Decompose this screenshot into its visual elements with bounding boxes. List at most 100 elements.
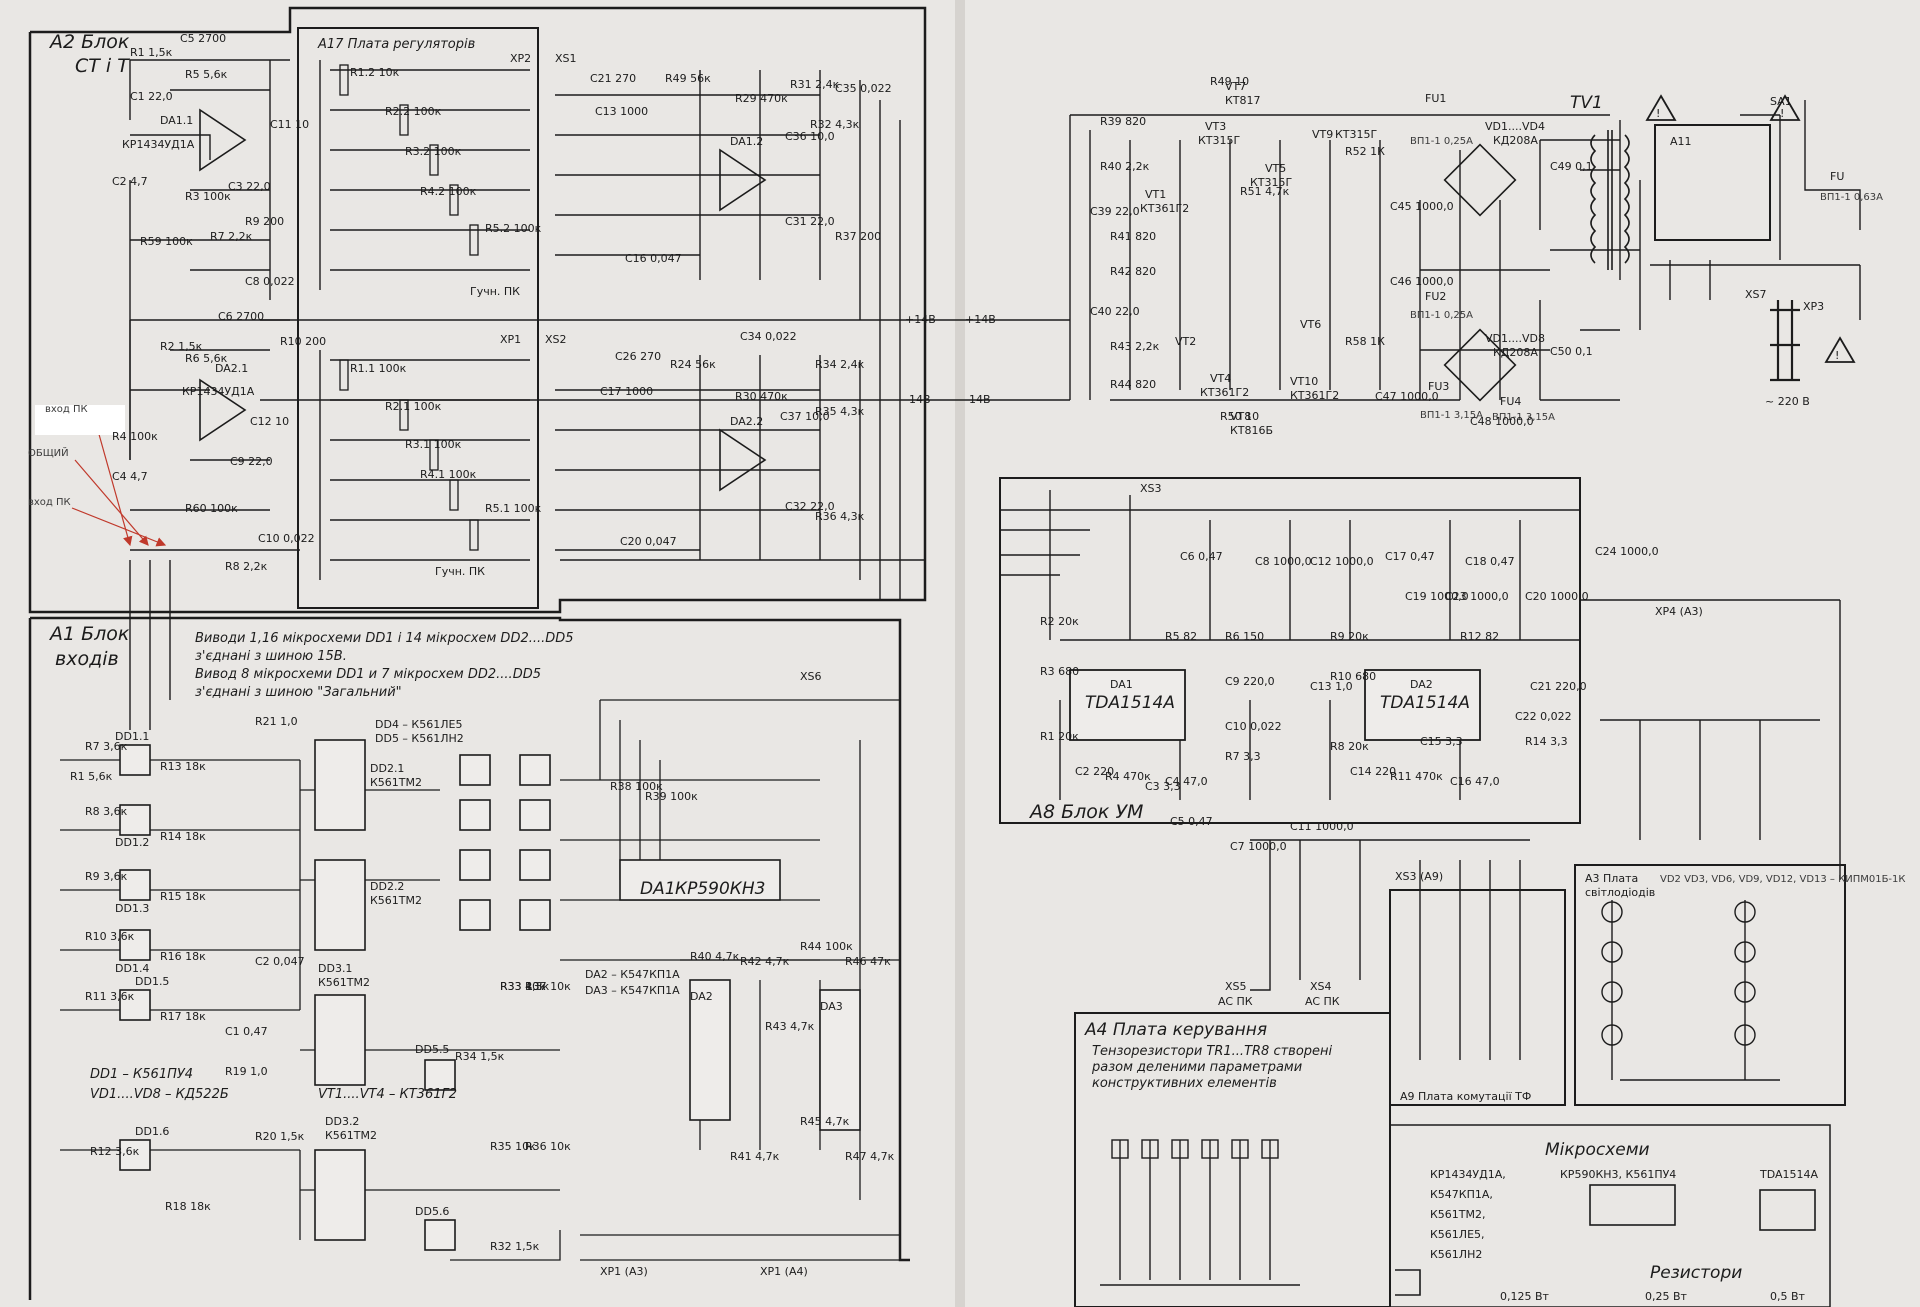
- power-fu3-label: FU3: [1428, 380, 1449, 393]
- chip-tda-da1-body: [1069, 669, 1186, 741]
- pot-gain-1-label: Гучн. ПК: [470, 285, 520, 298]
- legend-chip-list-7: TDA1514A: [1759, 1168, 1819, 1181]
- component-c15: C15 3,3: [1420, 735, 1463, 748]
- block-a11-frame: [1654, 124, 1771, 241]
- component-r2: R2 1,5к: [160, 340, 203, 353]
- note-da3-type: DA3 – К547КП1А: [585, 984, 680, 997]
- chip-tda2-part: TDA1514A: [1380, 693, 1470, 713]
- component-c2a1: C2 0,047: [255, 955, 305, 968]
- note-a4-line3: конструктивних елементів: [1092, 1076, 1277, 1091]
- component-r42a1: R42 4,7к: [740, 955, 790, 968]
- note-dd5-type: DD5 – К561ЛН2: [375, 732, 464, 745]
- power-minus14-label: -14В: [905, 393, 931, 406]
- block-a8-frame: [999, 477, 1581, 824]
- chip-dd22-part: К561ТМ2: [370, 894, 422, 907]
- component-c17b: C17 0,47: [1385, 550, 1435, 563]
- warning-mark: !: [1835, 349, 1839, 362]
- chip-dd14-label: DD1.4: [115, 962, 149, 975]
- component-c13: C13 1000: [595, 105, 648, 118]
- vt1-label: VT1: [1145, 188, 1166, 201]
- note-a4-line1: Тензорезистори TR1...TR8 створені: [1092, 1044, 1333, 1059]
- component-r40: R40 2,2к: [1100, 160, 1150, 173]
- component-r34: R34 2,4к: [815, 358, 865, 371]
- component-c18: C18 0,47: [1465, 555, 1515, 568]
- component-r10: R10 200: [280, 335, 326, 348]
- block-a3-subtitle: світлодіодів: [1585, 886, 1655, 899]
- component-r33: R33 4,3к: [500, 980, 550, 993]
- chip-dd11-label: DD1.1: [115, 730, 149, 743]
- chip-dd56-label: DD5.6: [415, 1205, 449, 1218]
- component-r41a: R4.1 100к: [420, 468, 477, 481]
- component-r7a1: R7 3,6к: [85, 740, 128, 753]
- component-r12a: R1.2 10к: [350, 66, 400, 79]
- component-r43a1: R43 4,7к: [765, 1020, 815, 1033]
- annotation-arrow: [94, 419, 133, 547]
- connector-xs4-label: AC ПК: [1305, 995, 1340, 1008]
- legend-frame: [1389, 1124, 1831, 1307]
- component-r21a1: R21 1,0: [255, 715, 298, 728]
- component-r47: R47 4,7к: [845, 1150, 895, 1163]
- power-fu2-value: ВП1-1 0,25А: [1410, 310, 1473, 321]
- block-a8-title: A8 Блок УМ: [1028, 801, 1143, 823]
- vt5-part: КТ315Г: [1250, 176, 1293, 189]
- component-r21a: R2.1 100к: [385, 400, 442, 413]
- note-a1-line1: Виводи 1,16 мікросхеми DD1 і 14 мікросхе…: [195, 631, 574, 646]
- chip-dd16-label: DD1.6: [135, 1125, 169, 1138]
- component-r39a1: R39 100к: [645, 790, 698, 803]
- component-r11a1: R11 3,6к: [85, 990, 135, 1003]
- block-a4-title: A4 Плата керування: [1084, 1020, 1267, 1040]
- opamp-da21-symbol: [199, 378, 247, 442]
- component-r8: R8 2,2к: [225, 560, 268, 573]
- vt8-part: КТ816Б: [1230, 424, 1273, 437]
- component-r43: R43 2,2к: [1110, 340, 1160, 353]
- component-r9a1: R9 3,6к: [85, 870, 128, 883]
- legend-chip-tda: [1759, 1189, 1816, 1231]
- component-r24: R24 56к: [670, 358, 716, 371]
- component-r51a: R5.1 100к: [485, 502, 542, 515]
- component-r10a1: R10 3,6к: [85, 930, 135, 943]
- component-r42: R42 820: [1110, 265, 1156, 278]
- component-r7b: R7 3,3: [1225, 750, 1261, 763]
- component-r35: R35 4,3к: [815, 405, 865, 418]
- legend-chip-list-4: К561ЛЕ5,: [1430, 1228, 1485, 1241]
- component-r17a1: R17 18к: [160, 1010, 206, 1023]
- component-r4b: R4 470к: [1105, 770, 1151, 783]
- component-c10: C10 0,022: [258, 532, 315, 545]
- chip-da1-main-part: КР590КН3: [675, 879, 765, 899]
- connector-xp1: XP1: [500, 333, 521, 346]
- connector-xs3-a9: XS3 (A9): [1395, 870, 1443, 883]
- component-c2b: C2 220: [1075, 765, 1114, 778]
- note-a1-line4: з'єднані з шиною "Загальний": [195, 685, 402, 700]
- power-minus14b-label: -14В: [965, 393, 991, 406]
- component-c13b: C13 1,0: [1310, 680, 1353, 693]
- connector-xs4: XS4: [1310, 980, 1332, 993]
- connector-xp1-a3: XP1 (A3): [600, 1265, 648, 1278]
- block-a11-title: A11: [1670, 135, 1692, 148]
- power-sa1-label: SA1: [1770, 95, 1792, 108]
- component-r32: R32 4,3к: [810, 118, 860, 131]
- power-bridge1-label: VD1....VD4: [1485, 120, 1545, 133]
- chip-tda1-label: DA1: [1110, 678, 1133, 691]
- annotation-input-pc-2: вход ПК: [28, 497, 71, 508]
- note-a4-line2: разом деленими параметрами: [1091, 1060, 1302, 1075]
- annotation-box: [35, 405, 125, 435]
- component-c39: C39 22,0: [1090, 205, 1140, 218]
- vt6-label: VT6: [1300, 318, 1321, 331]
- chip-tda-da2-body: [1364, 669, 1481, 741]
- component-r10b: R10 680: [1330, 670, 1376, 683]
- component-r44: R44 820: [1110, 378, 1156, 391]
- legend-chip-list-5: К561ЛН2: [1430, 1248, 1482, 1261]
- chip-dd21-label: DD2.1: [370, 762, 404, 775]
- component-r12a1: R12 3,6к: [90, 1145, 140, 1158]
- vt3-part: КТ315Г: [1198, 134, 1241, 147]
- power-mains-label: ~ 220 В: [1765, 395, 1810, 408]
- chip-da2-body: [689, 979, 731, 1121]
- bridge-vd1-vd8-symbol: [1443, 328, 1517, 402]
- block-a17-title: A17 Плата регуляторів: [317, 37, 475, 52]
- block-a3-parts: VD2 VD3, VD6, VD9, VD12, VD13 – КИПМ01Б-…: [1660, 874, 1906, 885]
- legend-resistor-2: 0,25 Вт: [1645, 1290, 1688, 1303]
- component-c6: C6 2700: [218, 310, 264, 323]
- component-r3: R3 100к: [185, 190, 231, 203]
- legend-chip-list-2: К547КП1А,: [1430, 1188, 1493, 1201]
- component-c8b: C8 1000,0: [1255, 555, 1312, 568]
